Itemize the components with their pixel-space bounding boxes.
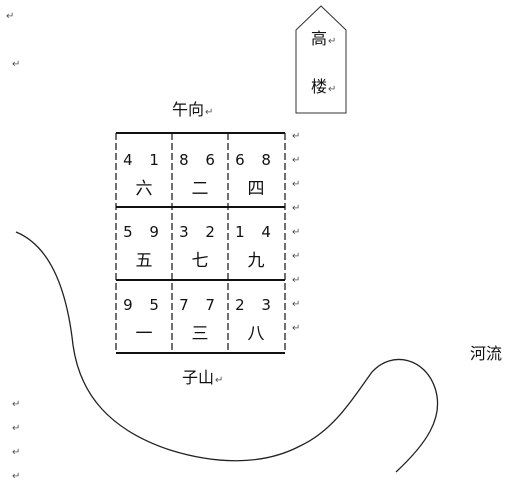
return-mark: ↵ bbox=[12, 423, 21, 434]
return-mark: ↵ bbox=[328, 36, 337, 47]
return-mark: ↵ bbox=[12, 447, 21, 458]
return-mark: ↵ bbox=[205, 107, 214, 118]
building-label-top: 高↵ bbox=[311, 30, 336, 51]
cell-1-2-numbers: 1 4 bbox=[235, 223, 277, 241]
return-mark: ↵ bbox=[6, 11, 15, 22]
cell-1-2-star: 九 bbox=[247, 251, 265, 271]
return-mark: ↵ bbox=[292, 179, 301, 190]
cell-0-1-star: 二 bbox=[191, 179, 209, 199]
cell-1-1-star: 七 bbox=[191, 251, 209, 271]
return-mark: ↵ bbox=[12, 471, 21, 482]
return-mark: ↵ bbox=[292, 131, 301, 142]
sitting-label: 子山↵ bbox=[182, 369, 223, 390]
return-mark: ↵ bbox=[328, 84, 337, 95]
return-mark: ↵ bbox=[292, 203, 301, 214]
facing-label: 午向↵ bbox=[172, 101, 213, 122]
cell-2-1-star: 三 bbox=[191, 324, 209, 344]
return-mark: ↵ bbox=[292, 275, 301, 286]
river-label: 河流 bbox=[470, 345, 502, 363]
river-curve bbox=[15, 231, 439, 473]
cell-2-2-star: 八 bbox=[247, 324, 265, 344]
cell-0-1-numbers: 8 6 bbox=[179, 151, 221, 169]
cell-2-0-numbers: 9 5 bbox=[123, 296, 165, 314]
cell-1-0-numbers: 5 9 bbox=[123, 223, 165, 241]
sitting-text: 子山 bbox=[182, 368, 215, 387]
building-char-1: 高 bbox=[311, 29, 328, 48]
cell-0-2-star: 四 bbox=[247, 179, 265, 199]
return-mark: ↵ bbox=[292, 323, 301, 334]
return-mark: ↵ bbox=[12, 399, 21, 410]
return-mark: ↵ bbox=[292, 251, 301, 262]
return-mark: ↵ bbox=[292, 299, 301, 310]
cell-0-0-star: 六 bbox=[135, 179, 153, 199]
return-mark: ↵ bbox=[12, 59, 21, 70]
building-char-2: 楼 bbox=[311, 77, 328, 96]
cell-0-0-numbers: 4 1 bbox=[123, 151, 165, 169]
return-mark: ↵ bbox=[215, 375, 224, 386]
cell-2-1-numbers: 7 7 bbox=[179, 296, 221, 314]
cell-1-1-numbers: 3 2 bbox=[179, 223, 221, 241]
return-mark: ↵ bbox=[292, 227, 301, 238]
return-mark: ↵ bbox=[292, 155, 301, 166]
cell-2-2-numbers: 2 3 bbox=[235, 296, 277, 314]
river-text: 河流 bbox=[470, 344, 503, 363]
building-outline bbox=[295, 5, 347, 114]
facing-text: 午向 bbox=[172, 100, 205, 119]
cell-1-0-star: 五 bbox=[135, 251, 153, 271]
building-label-bottom: 楼↵ bbox=[311, 78, 336, 99]
cell-0-2-numbers: 6 8 bbox=[235, 151, 277, 169]
cell-2-0-star: 一 bbox=[135, 324, 153, 344]
